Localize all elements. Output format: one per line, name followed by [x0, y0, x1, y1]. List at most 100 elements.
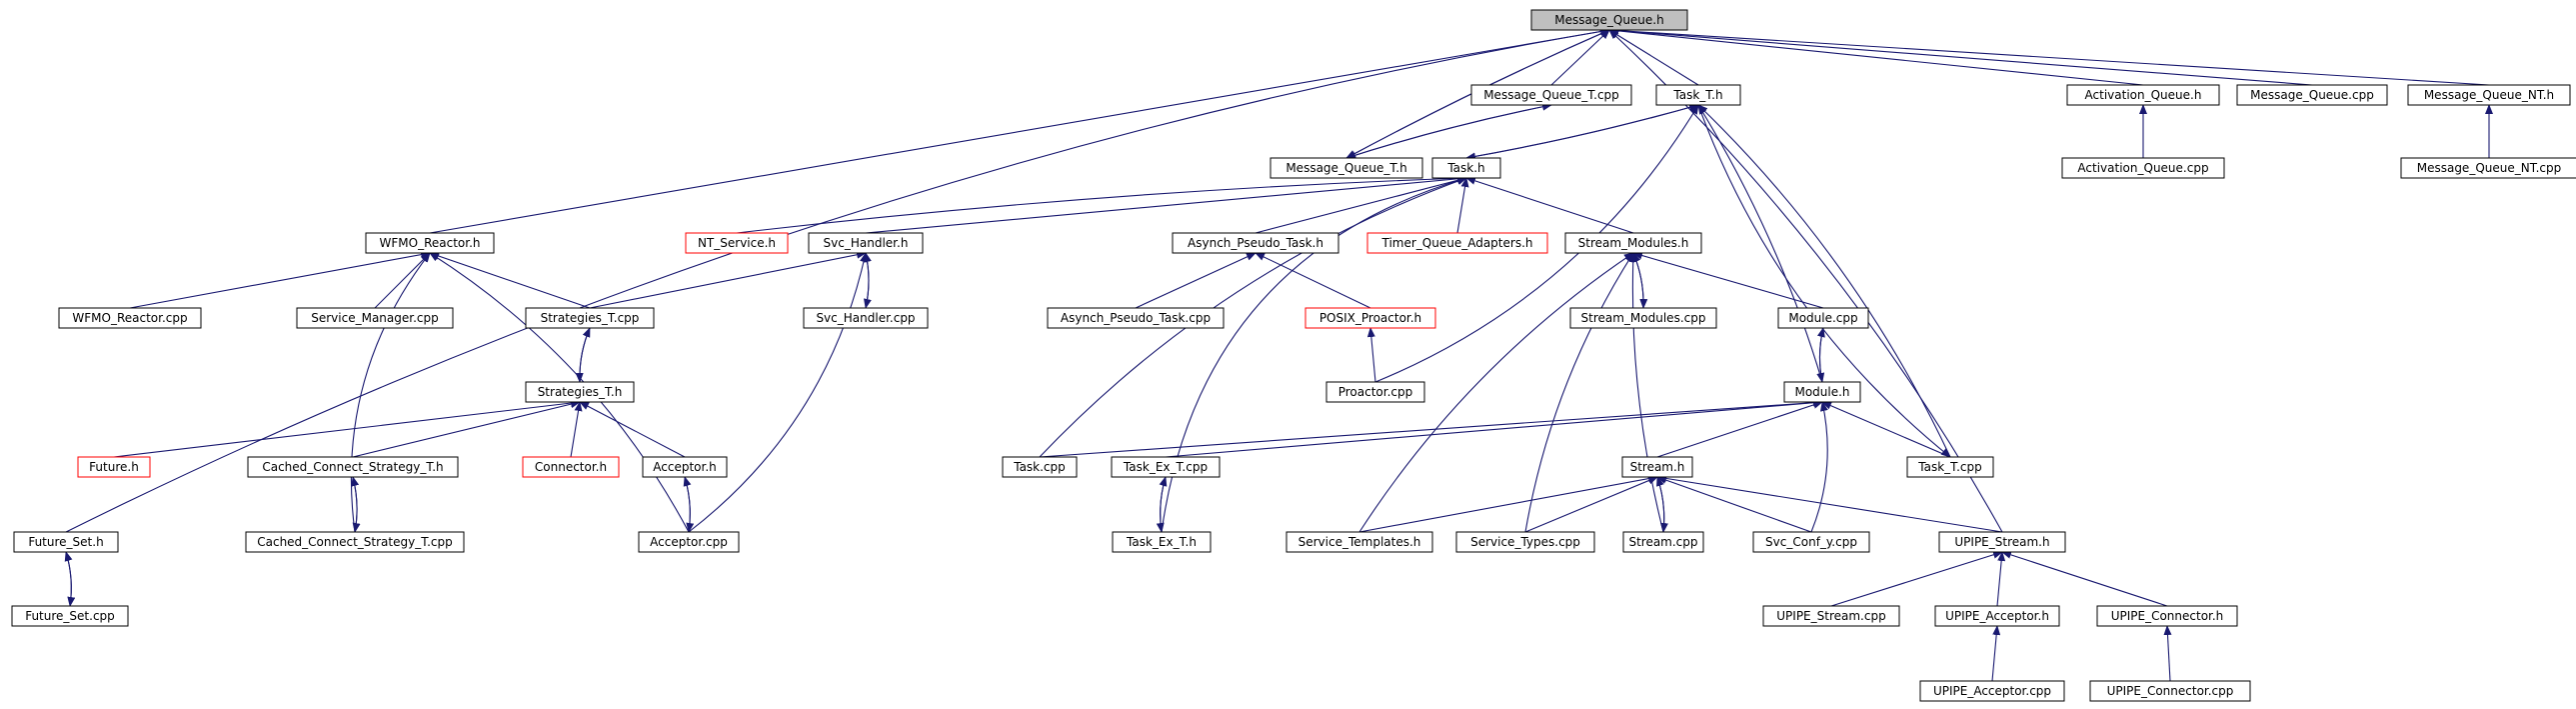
node-box[interactable]	[58, 307, 202, 329]
node-svc-handler-h[interactable]: Svc_Handler.h	[808, 232, 924, 254]
node-box[interactable]	[1431, 157, 1501, 179]
node-upipe-acceptor-h[interactable]: UPIPE_Acceptor.h	[1934, 605, 2060, 627]
node-box[interactable]	[1455, 531, 1595, 553]
node-mq-cpp[interactable]: Message_Queue.cpp	[2236, 84, 2388, 106]
node-box[interactable]	[1762, 605, 1900, 627]
node-service-templates-h[interactable]: Service_Templates.h	[1286, 531, 1433, 553]
node-task-t-cpp[interactable]: Task_T.cpp	[1906, 456, 1994, 478]
node-posix-proactor-h[interactable]: POSIX_Proactor.h	[1304, 307, 1436, 329]
node-box[interactable]	[13, 531, 119, 553]
node-box[interactable]	[1777, 307, 1869, 329]
node-box[interactable]	[1047, 307, 1225, 329]
node-box[interactable]	[1919, 680, 2065, 702]
node-wfmo-reactor-cpp[interactable]: WFMO_Reactor.cpp	[58, 307, 202, 329]
node-mq-nt-cpp[interactable]: Message_Queue_NT.cpp	[2400, 157, 2576, 179]
node-module-cpp[interactable]: Module.cpp	[1777, 307, 1869, 329]
node-box[interactable]	[1621, 456, 1693, 478]
node-box[interactable]	[1286, 531, 1433, 553]
node-upipe-acceptor-cpp[interactable]: UPIPE_Acceptor.cpp	[1919, 680, 2065, 702]
node-box[interactable]	[803, 307, 929, 329]
node-box[interactable]	[2066, 84, 2220, 106]
node-asynch-pseudo-task-cpp[interactable]: Asynch_Pseudo_Task.cpp	[1047, 307, 1225, 329]
node-nt-service-h[interactable]: NT_Service.h	[685, 232, 789, 254]
node-task-h[interactable]: Task.h	[1431, 157, 1501, 179]
node-future-set-h[interactable]: Future_Set.h	[13, 531, 119, 553]
node-box[interactable]	[1304, 307, 1436, 329]
node-task-cpp[interactable]: Task.cpp	[1002, 456, 1078, 478]
node-upipe-stream-cpp[interactable]: UPIPE_Stream.cpp	[1762, 605, 1900, 627]
node-box[interactable]	[1530, 9, 1688, 31]
node-box[interactable]	[1002, 456, 1078, 478]
node-box[interactable]	[1752, 531, 1870, 553]
node-service-manager-cpp[interactable]: Service_Manager.cpp	[296, 307, 454, 329]
node-upipe-connector-cpp[interactable]: UPIPE_Connector.cpp	[2089, 680, 2251, 702]
node-upipe-connector-h[interactable]: UPIPE_Connector.h	[2096, 605, 2238, 627]
node-acceptor-h[interactable]: Acceptor.h	[642, 456, 728, 478]
node-box[interactable]	[1569, 307, 1717, 329]
node-box[interactable]	[525, 307, 655, 329]
node-box[interactable]	[2400, 157, 2576, 179]
node-box[interactable]	[1783, 381, 1861, 403]
node-task-ex-t-h[interactable]: Task_Ex_T.h	[1112, 531, 1212, 553]
node-box[interactable]	[1938, 531, 2066, 553]
node-cached-connect-strategy-t-h[interactable]: Cached_Connect_Strategy_T.h	[247, 456, 459, 478]
node-strategies-t-cpp[interactable]: Strategies_T.cpp	[525, 307, 655, 329]
node-box[interactable]	[1111, 456, 1221, 478]
node-asynch-pseudo-task-h[interactable]: Asynch_Pseudo_Task.h	[1172, 232, 1339, 254]
node-future-h[interactable]: Future.h	[77, 456, 151, 478]
node-box[interactable]	[1622, 531, 1704, 553]
node-box[interactable]	[808, 232, 924, 254]
node-strategies-t-h[interactable]: Strategies_T.h	[525, 381, 635, 403]
node-connector-h[interactable]: Connector.h	[522, 456, 620, 478]
node-box[interactable]	[1655, 84, 1741, 106]
node-timer-queue-adapters-h[interactable]: Timer_Queue_Adapters.h	[1366, 232, 1548, 254]
node-box[interactable]	[296, 307, 454, 329]
node-mq-t-h[interactable]: Message_Queue_T.h	[1270, 157, 1423, 179]
node-box[interactable]	[247, 456, 459, 478]
node-mq-nt-h[interactable]: Message_Queue_NT.h	[2407, 84, 2571, 106]
node-box[interactable]	[245, 531, 465, 553]
node-box[interactable]	[525, 381, 635, 403]
node-module-h[interactable]: Module.h	[1783, 381, 1861, 403]
node-box[interactable]	[2096, 605, 2238, 627]
node-box[interactable]	[638, 531, 740, 553]
node-box[interactable]	[2061, 157, 2225, 179]
node-box[interactable]	[1564, 232, 1702, 254]
node-svc-handler-cpp[interactable]: Svc_Handler.cpp	[803, 307, 929, 329]
node-box[interactable]	[1325, 381, 1425, 403]
node-box[interactable]	[522, 456, 620, 478]
node-box[interactable]	[2089, 680, 2251, 702]
node-box[interactable]	[1172, 232, 1339, 254]
node-box[interactable]	[1366, 232, 1548, 254]
node-wfmo-reactor-h[interactable]: WFMO_Reactor.h	[365, 232, 495, 254]
node-box[interactable]	[642, 456, 728, 478]
node-box[interactable]	[77, 456, 151, 478]
node-mq-t-cpp[interactable]: Message_Queue_T.cpp	[1470, 84, 1632, 106]
node-service-types-cpp[interactable]: Service_Types.cpp	[1455, 531, 1595, 553]
node-stream-cpp[interactable]: Stream.cpp	[1622, 531, 1704, 553]
node-cached-connect-strategy-t-cpp[interactable]: Cached_Connect_Strategy_T.cpp	[245, 531, 465, 553]
node-box[interactable]	[685, 232, 789, 254]
node-box[interactable]	[365, 232, 495, 254]
node-box[interactable]	[2407, 84, 2571, 106]
node-activation-queue-cpp[interactable]: Activation_Queue.cpp	[2061, 157, 2225, 179]
node-stream-modules-cpp[interactable]: Stream_Modules.cpp	[1569, 307, 1717, 329]
node-svc-conf-y-cpp[interactable]: Svc_Conf_y.cpp	[1752, 531, 1870, 553]
node-activation-queue-h[interactable]: Activation_Queue.h	[2066, 84, 2220, 106]
node-acceptor-cpp[interactable]: Acceptor.cpp	[638, 531, 740, 553]
node-box[interactable]	[1112, 531, 1212, 553]
node-box[interactable]	[1934, 605, 2060, 627]
node-stream-modules-h[interactable]: Stream_Modules.h	[1564, 232, 1702, 254]
node-task-t-h[interactable]: Task_T.h	[1655, 84, 1741, 106]
node-proactor-cpp[interactable]: Proactor.cpp	[1325, 381, 1425, 403]
node-task-ex-t-cpp[interactable]: Task_Ex_T.cpp	[1111, 456, 1221, 478]
node-mq-h[interactable]: Message_Queue.h	[1530, 9, 1688, 31]
node-box[interactable]	[1906, 456, 1994, 478]
node-box[interactable]	[2236, 84, 2388, 106]
node-stream-h[interactable]: Stream.h	[1621, 456, 1693, 478]
node-box[interactable]	[1470, 84, 1632, 106]
node-future-set-cpp[interactable]: Future_Set.cpp	[11, 605, 129, 627]
node-box[interactable]	[11, 605, 129, 627]
node-upipe-stream-h[interactable]: UPIPE_Stream.h	[1938, 531, 2066, 553]
node-box[interactable]	[1270, 157, 1423, 179]
